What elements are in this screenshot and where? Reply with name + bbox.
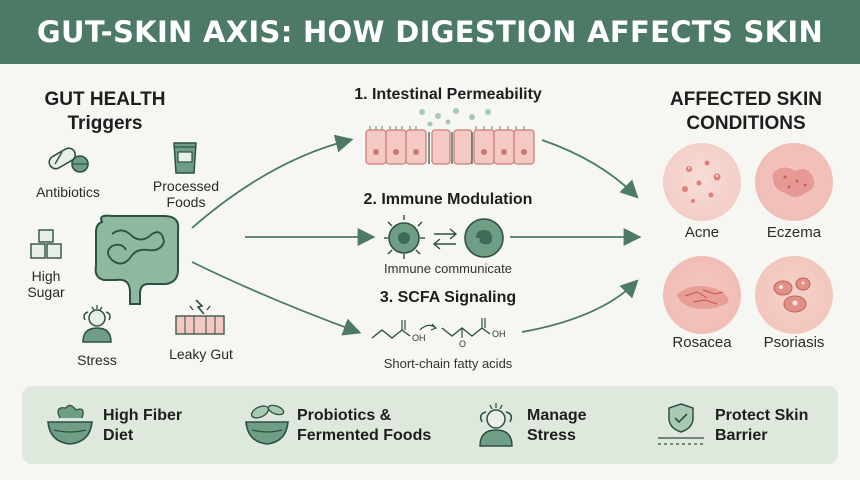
gut-health-title-line1: GUT HEALTH <box>44 89 166 110</box>
trigger-stress: Stress <box>77 352 117 368</box>
arrow-permeability-to-skin <box>541 139 639 199</box>
rosacea-skin-image <box>663 256 741 334</box>
gut-health-title-line2: Triggers <box>67 113 143 134</box>
tip-protect-skin: Protect Skin Barrier <box>715 406 808 446</box>
tip-manage-stress: Manage Stress <box>527 406 587 446</box>
eczema-skin-image <box>755 143 833 221</box>
condition-acne: Acne <box>684 224 720 241</box>
page-title: GUT-SKIN AXIS: HOW DIGESTION AFFECTS SKI… <box>36 15 824 49</box>
leaky-gut-icon <box>175 299 225 335</box>
stressed-person-icon <box>82 305 112 343</box>
trigger-processed-line1: Processed <box>152 178 220 194</box>
chem-label-oh-2: OH <box>492 329 506 339</box>
intestine-icon <box>94 214 180 305</box>
condition-eczema: Eczema <box>766 224 822 241</box>
scfa-caption: Short-chain fatty acids <box>383 356 513 371</box>
header-banner: GUT-SKIN AXIS: HOW DIGESTION AFFECTS SKI… <box>0 0 860 64</box>
tip-probiotics-line2: Fermented Foods <box>297 427 432 444</box>
recommendations-panel <box>22 386 838 464</box>
arrow-gut-to-scfa <box>191 261 362 336</box>
tip-high-fiber-line1: High Fiber <box>103 407 183 424</box>
gut-health-title: GUT HEALTH Triggers <box>20 88 190 136</box>
scfa-molecule-icon <box>371 318 491 339</box>
skin-conditions-title: AFFECTED SKIN CONDITIONS <box>648 88 844 136</box>
intestinal-cells-icon <box>365 108 535 165</box>
salad-bowl-icon <box>47 404 93 445</box>
tip-protect-skin-line2: Barrier <box>715 427 768 444</box>
arrow-scfa-to-skin <box>521 279 639 333</box>
psoriasis-skin-image <box>755 256 833 334</box>
snack-bag-icon <box>173 142 197 174</box>
tip-protect-skin-line1: Protect Skin <box>715 407 809 424</box>
probiotics-bowl-icon <box>245 404 289 445</box>
skin-conditions-title-line1: AFFECTED SKIN <box>670 89 822 110</box>
step-scfa-signaling: 3. SCFA Signaling <box>379 289 517 306</box>
tip-manage-stress-line1: Manage <box>527 407 587 424</box>
chem-label-o: O <box>459 339 467 349</box>
trigger-antibiotics: Antibiotics <box>36 184 100 200</box>
trigger-leaky-gut: Leaky Gut <box>169 346 233 362</box>
psoriasis-plaques-icon <box>773 277 811 313</box>
trigger-processed-foods: Processed Foods <box>140 178 232 210</box>
immune-caption: Immune communicate <box>384 261 512 276</box>
condition-rosacea: Rosacea <box>672 334 732 351</box>
trigger-sugar-line2: Sugar <box>27 284 65 300</box>
acne-skin-image <box>663 143 741 221</box>
stress-management-icon <box>479 403 513 447</box>
rosacea-redness-icon <box>677 286 729 310</box>
chem-label-oh-1: OH <box>412 333 426 343</box>
arrow-gut-to-permeability <box>191 134 354 229</box>
tip-probiotics-line1: Probiotics & <box>297 407 392 424</box>
tip-probiotics: Probiotics & Fermented Foods <box>297 406 431 446</box>
trigger-high-sugar: High Sugar <box>18 268 74 300</box>
step-intestinal-permeability: 1. Intestinal Permeability <box>354 86 542 103</box>
pills-icon <box>48 147 89 173</box>
tip-high-fiber: High Fiber Diet <box>103 406 182 446</box>
condition-psoriasis: Psoriasis <box>763 334 825 351</box>
trigger-sugar-line1: High <box>31 268 61 284</box>
step-immune-modulation: 2. Immune Modulation <box>363 191 533 208</box>
immune-cells-icon <box>384 215 504 259</box>
sugar-cubes-icon <box>30 229 62 259</box>
tip-high-fiber-line2: Diet <box>103 427 134 444</box>
tip-manage-stress-line2: Stress <box>527 427 576 444</box>
acne-spots-icon <box>682 160 721 203</box>
eczema-patches-icon <box>772 167 814 197</box>
shield-skin-icon <box>658 403 704 445</box>
trigger-processed-line2: Foods <box>166 194 206 210</box>
skin-conditions-title-line2: CONDITIONS <box>686 113 806 134</box>
